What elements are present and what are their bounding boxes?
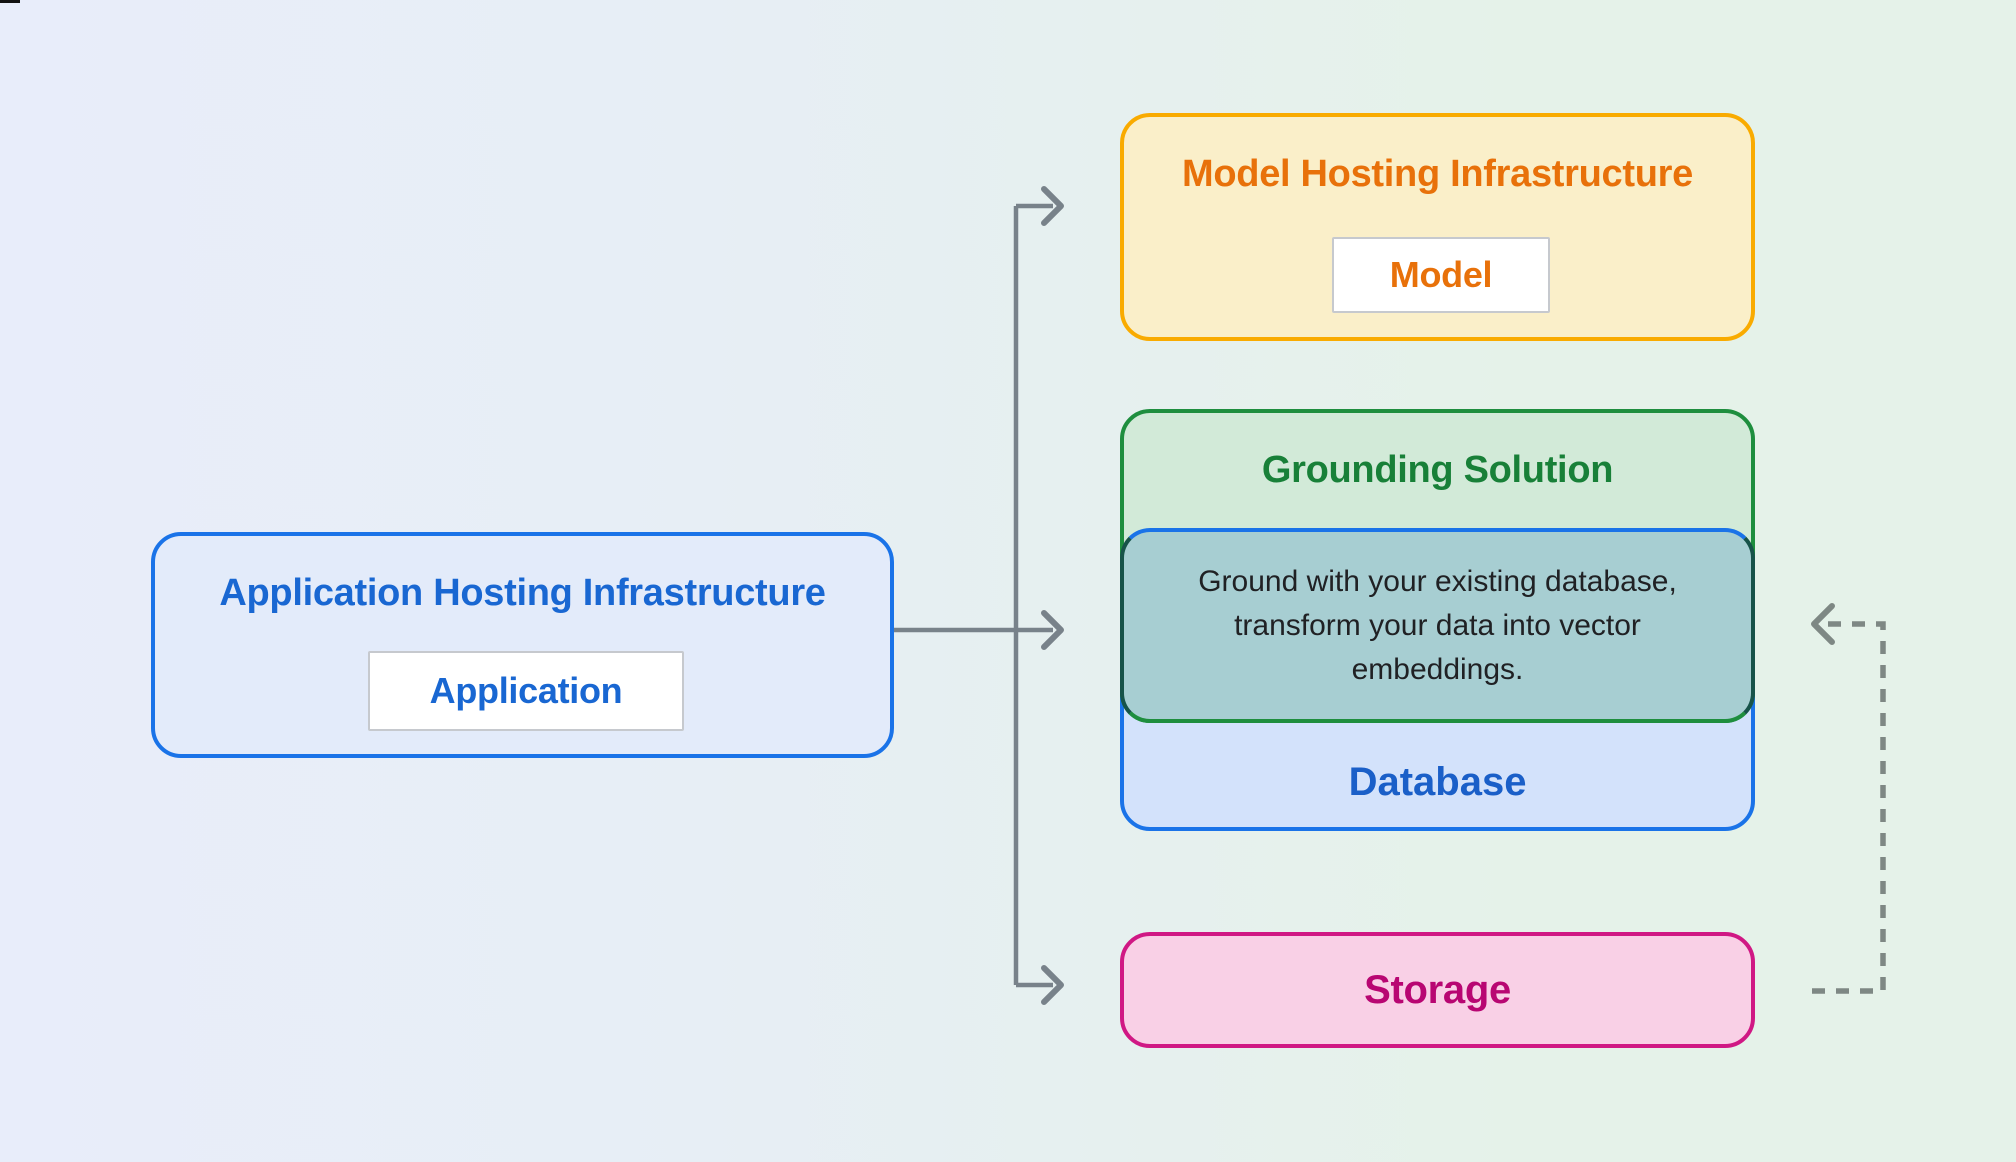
model-hosting-box: Model Hosting Infrastructure Model bbox=[1120, 113, 1755, 341]
corner-artifact bbox=[0, 0, 20, 3]
model-hosting-title: Model Hosting Infrastructure bbox=[1182, 153, 1693, 195]
application-inner-box: Application bbox=[368, 651, 684, 731]
grounding-solution-title: Grounding Solution bbox=[1261, 449, 1614, 491]
grounding-description-line: embeddings. bbox=[1351, 652, 1524, 686]
application-hosting-box: Application Hosting Infrastructure Appli… bbox=[151, 532, 894, 758]
model-inner-box: Model bbox=[1332, 237, 1550, 313]
fanout-connector bbox=[894, 186, 1064, 1005]
arrowhead-icon-dashed bbox=[1811, 603, 1835, 645]
storage-box: Storage bbox=[1120, 932, 1755, 1048]
model-label: Model bbox=[1389, 254, 1493, 295]
grounding-description-line: transform your data into vector bbox=[1234, 608, 1641, 642]
grounding-description-box: Ground with your existing database, tran… bbox=[1120, 528, 1755, 723]
arrowhead-icon-bottom bbox=[1041, 965, 1064, 1005]
application-label: Application bbox=[429, 670, 623, 711]
dashed-feedback-connector bbox=[1811, 603, 1886, 994]
grounding-description-line: Ground with your existing database, bbox=[1198, 564, 1677, 598]
application-hosting-title: Application Hosting Infrastructure bbox=[219, 572, 826, 614]
arrowhead-icon-middle bbox=[1041, 610, 1064, 650]
arrowhead-icon-top bbox=[1041, 186, 1064, 226]
database-label: Database bbox=[1348, 760, 1527, 804]
storage-label: Storage bbox=[1364, 967, 1511, 1012]
dashed-connector-line bbox=[1812, 621, 1886, 994]
